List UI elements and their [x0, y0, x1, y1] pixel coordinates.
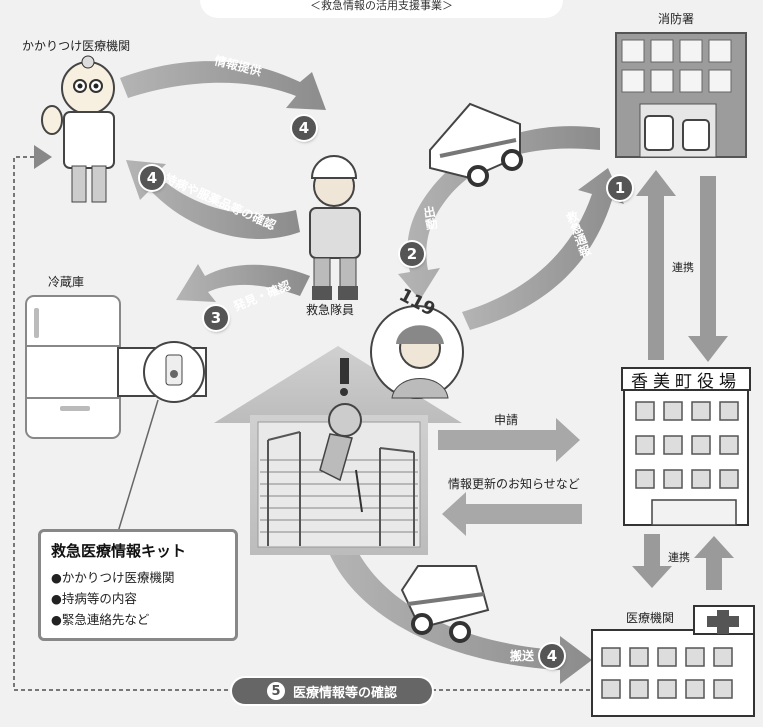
kit-item-illness: ●持病等の内容 [51, 591, 137, 606]
dispatch-label: 出動 [421, 204, 439, 232]
doctor-illustration [41, 55, 115, 203]
paramedic-illustration [309, 155, 361, 300]
dashed-confirm-line [13, 156, 590, 691]
info-update-label: 情報更新のお知らせなど [448, 477, 580, 491]
arrow-cityhall-to-fire [636, 170, 676, 360]
kit-title: 救急医療情報キット [51, 542, 187, 560]
fire-station-building [615, 32, 747, 158]
illness-check-badge: 4 [140, 166, 164, 190]
hospital-label: 医療機関 [626, 611, 675, 625]
cooperation-fire-label: 連携 [672, 261, 694, 274]
dashed-line-arrowhead [34, 145, 52, 169]
ambulance-top [429, 102, 523, 187]
arrow-info-update [442, 492, 582, 536]
paramedic-label: 救急隊員 [306, 303, 355, 317]
arrow-hospital-to-cityhall [694, 536, 734, 590]
arrow-cityhall-to-hospital [632, 534, 672, 588]
transport-label: 搬送 [510, 649, 535, 663]
kit-item-clinic: ●かかりつけ医療機関 [51, 570, 175, 585]
arrow-info-provision [120, 61, 326, 110]
arrow-illness-check [126, 160, 300, 239]
refrigerator-illustration [25, 295, 207, 533]
medical-confirm-label: 医療情報等の確認 [292, 685, 397, 701]
house-illustration [214, 346, 462, 555]
hospital-building [591, 605, 755, 717]
kit-item-contact: ●緊急連絡先など [51, 612, 150, 627]
medical-confirm-pill: 5 医療情報等の確認 [232, 678, 432, 704]
discovery-badge: 3 [204, 306, 228, 330]
arrow-transport [330, 548, 592, 684]
medical-confirm-badge: 5 [266, 682, 285, 700]
arrow-discovery [176, 264, 310, 302]
application-label: 申請 [494, 413, 519, 427]
refrigerator-label: 冷蔵庫 [48, 275, 85, 289]
arrow-application [438, 418, 580, 462]
caller-illustration [370, 305, 464, 399]
fire-station-label: 消防署 [658, 12, 695, 26]
clinic-label: かかりつけ医療機関 [22, 39, 131, 53]
diagram-subtitle: ＜救急情報の活用支援事業＞ [200, 0, 563, 18]
city-hall-building [623, 388, 749, 526]
kit-info-box: 救急医療情報キット ●かかりつけ医療機関 ●持病等の内容 ●緊急連絡先など [38, 529, 238, 641]
arrow-dispatch [398, 126, 600, 301]
arrow-fire-to-cityhall [688, 176, 728, 362]
ambulance-bottom [400, 565, 490, 643]
info-provision-badge: 4 [292, 116, 316, 140]
city-hall-label: 香美町役場 [621, 367, 751, 392]
dispatch-badge: 2 [400, 242, 424, 266]
emergency-call-badge: 1 [608, 176, 632, 200]
transport-badge: 4 [540, 644, 564, 668]
arrow-emergency-call [462, 168, 624, 330]
cooperation-hospital-label: 連携 [668, 551, 690, 564]
